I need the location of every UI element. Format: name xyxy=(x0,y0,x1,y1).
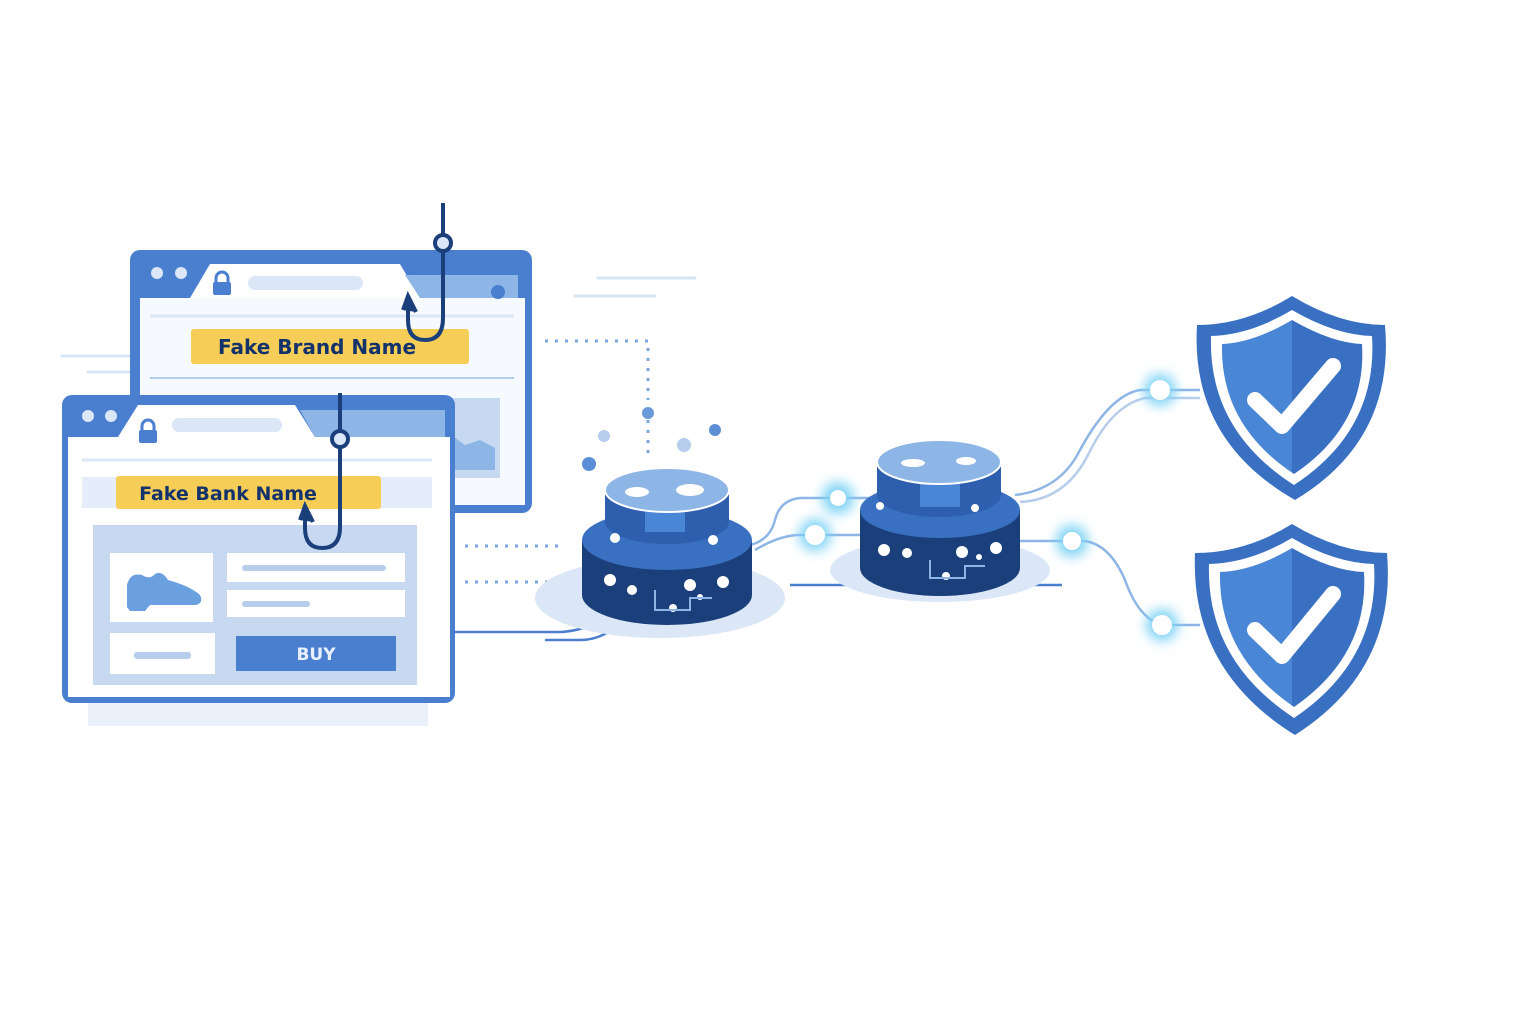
shoe-icon xyxy=(127,572,202,611)
lock-icon xyxy=(213,270,231,295)
fish-hook-icon xyxy=(298,393,350,551)
data-particles xyxy=(582,407,721,471)
fish-hook-icon xyxy=(401,203,453,343)
shield-check-icon xyxy=(1194,524,1388,735)
glow-nodes xyxy=(799,374,1178,641)
window-dot-icon xyxy=(175,267,187,279)
buy-button[interactable] xyxy=(236,636,396,671)
fake-bank-name-text: Fake Bank Name xyxy=(139,483,317,505)
dotted-connectors xyxy=(465,339,650,584)
database-icon xyxy=(830,439,1050,602)
shield-check-icon xyxy=(1196,296,1386,500)
window-dot-icon xyxy=(82,410,94,422)
address-bar xyxy=(172,418,282,432)
banner xyxy=(116,476,381,509)
fake-brand-name-text: Fake Brand Name xyxy=(218,335,416,359)
fake-bank-browser-window: Fake Bank Name BUY xyxy=(62,395,455,726)
database-icon xyxy=(535,467,785,638)
motion-lines xyxy=(60,276,697,374)
window-dot-icon xyxy=(151,267,163,279)
address-bar xyxy=(248,276,363,290)
buy-button-label: BUY xyxy=(296,645,336,665)
window-dot-icon xyxy=(105,410,117,422)
banner xyxy=(191,329,469,364)
lock-icon xyxy=(139,418,157,443)
